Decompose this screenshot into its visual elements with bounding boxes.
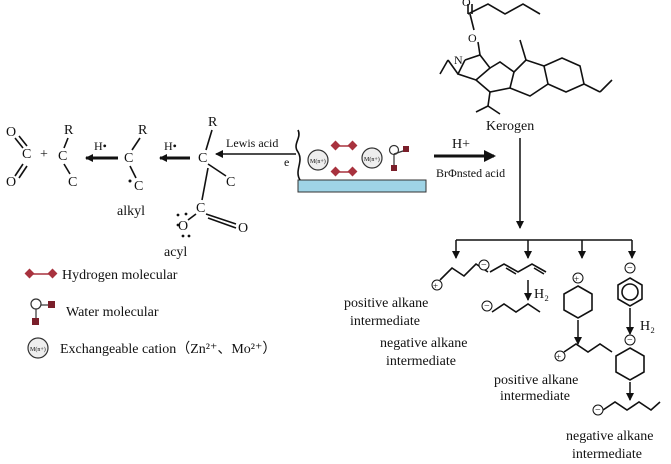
positive-cyclohexane: + <box>563 272 593 319</box>
hydrogen-molecule-icon <box>330 166 358 177</box>
positive-alkane-label-2b: intermediate <box>500 389 570 404</box>
electron-label: e <box>284 155 289 169</box>
negative-alkane-chain-2: − <box>592 401 661 416</box>
hydrogen-molecule-icon <box>330 140 358 151</box>
legend: Hydrogen molecular Water molecular M(n+)… <box>24 268 276 359</box>
svg-text:M(n+): M(n+) <box>310 158 326 165</box>
positive-alkane-chain-2: + <box>554 343 613 362</box>
lewis-acid-label: Lewis acid <box>226 136 278 150</box>
alkyl-label: alkyl <box>117 204 145 219</box>
cation-icon: M(n+) <box>361 147 383 169</box>
h2-label-b: H₂ <box>640 319 655 334</box>
left-pathway: O C O + R C C H• R C C alkyl H• R C C C … <box>6 115 248 260</box>
svg-text:C: C <box>124 151 133 166</box>
svg-text:C: C <box>226 175 235 190</box>
svg-text:C: C <box>198 151 207 166</box>
acyl-label: acyl <box>164 245 187 260</box>
svg-text:−: − <box>484 301 490 312</box>
cation-icon: M(n+) <box>307 149 329 171</box>
svg-text:C: C <box>196 201 205 216</box>
legend-water-icon <box>30 298 55 325</box>
svg-text:C: C <box>58 149 67 164</box>
svg-text:+: + <box>556 352 561 362</box>
svg-text:R: R <box>208 115 218 130</box>
svg-text:R: R <box>138 123 148 138</box>
kerogen-structure: O O N Kerogen <box>439 0 613 229</box>
h2-label-a: H₂ <box>534 287 549 302</box>
negative-alkane-label-2a: negative alkane <box>566 429 653 444</box>
negative-alkane-label-2b: intermediate <box>572 447 642 462</box>
svg-text:H•: H• <box>94 139 107 153</box>
positive-alkane-label-2a: positive alkane <box>494 373 578 388</box>
legend-hydrogen-label: Hydrogen molecular <box>62 268 178 283</box>
legend-water-label: Water molecular <box>66 305 159 320</box>
lewis-acid-arrow: Lewis acid <box>215 136 296 158</box>
positive-alkane-label-1a: positive alkane <box>344 296 428 311</box>
svg-text:M(n+): M(n+) <box>30 346 46 353</box>
negative-alkane-label-1b: intermediate <box>386 354 456 369</box>
svg-text:O: O <box>178 219 188 234</box>
legend-cation-icon: M(n+) <box>27 337 49 359</box>
positive-alkane-label-1b: intermediate <box>350 314 420 329</box>
svg-text:O: O <box>6 125 16 140</box>
legend-hydrogen-icon <box>24 268 58 279</box>
svg-text:+: + <box>433 281 438 291</box>
svg-text:M(n+): M(n+) <box>364 156 380 163</box>
negative-alkane-label-1a: negative alkane <box>380 336 467 351</box>
negative-diene: − <box>478 259 547 275</box>
svg-text:R: R <box>64 123 74 138</box>
negative-benzene: − <box>617 262 643 307</box>
negative-alkane-chain: − <box>481 300 541 313</box>
bronsted-acid-arrow: H+ BrΦnsted acid <box>434 137 505 180</box>
h-plus-label: H+ <box>452 137 470 152</box>
svg-text:+: + <box>574 274 579 284</box>
svg-text:−: − <box>481 260 487 271</box>
svg-text:C: C <box>68 175 77 190</box>
legend-cation-label: Exchangeable cation（Zn²⁺、Mo²⁺） <box>60 341 276 357</box>
svg-text:−: − <box>627 335 633 346</box>
water-molecule-icon <box>388 144 409 171</box>
svg-text:−: − <box>627 263 633 274</box>
negative-cyclohexane: − <box>615 334 645 381</box>
svg-text:C: C <box>22 147 31 162</box>
product-tree: + positive alkane intermediate − H₂ − ne… <box>344 239 661 462</box>
svg-text:C: C <box>134 179 143 194</box>
kerogen-n-atom: N <box>454 53 463 67</box>
catalyst-surface: e M(n+) M(n+) <box>284 129 427 193</box>
svg-text:O: O <box>6 175 16 190</box>
svg-text:H•: H• <box>164 139 177 153</box>
kerogen-o-ester: O <box>468 31 477 45</box>
mineral-surface-bar <box>297 179 427 193</box>
svg-text:−: − <box>595 405 601 416</box>
bronsted-acid-label: BrΦnsted acid <box>436 166 505 180</box>
svg-text:O: O <box>238 221 248 236</box>
kerogen-o-top: O <box>462 0 471 9</box>
plus-sign: + <box>40 147 48 162</box>
kerogen-label: Kerogen <box>486 119 534 134</box>
